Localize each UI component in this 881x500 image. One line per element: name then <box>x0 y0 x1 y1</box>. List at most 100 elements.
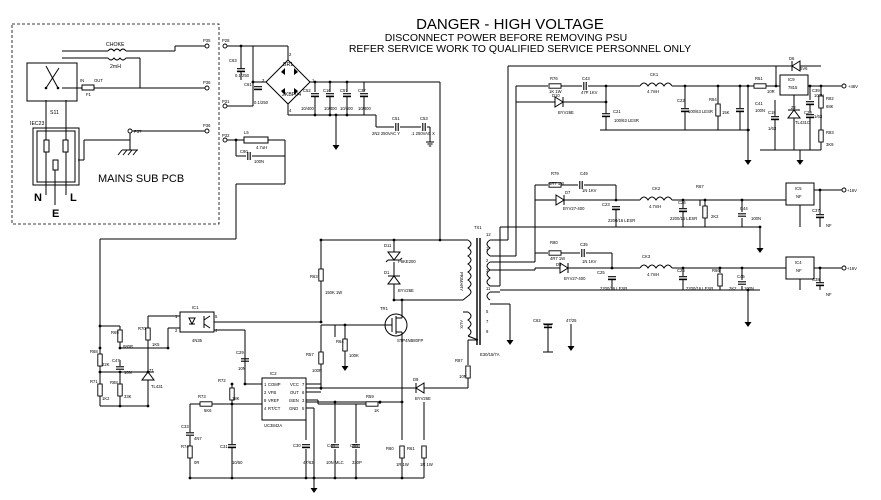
r80-value: 4R7 1W <box>550 256 565 261</box>
c37b-ref: C37 <box>812 208 820 213</box>
ic2-vcc: VCC <box>290 382 299 387</box>
ck1-ref: CK1 <box>650 72 659 77</box>
tx1-primary-winding <box>467 239 472 297</box>
tx-pin-7: 7 <box>486 319 489 324</box>
br1-value: 2KBP04 <box>282 92 301 98</box>
warning-header: DANGER - HIGH VOLTAGE DISCONNECT POWER B… <box>349 16 691 55</box>
r66-ref: R66 <box>712 268 720 273</box>
d7-ref: D7 <box>565 190 571 195</box>
pin-p36: P36 <box>203 80 211 85</box>
r69-ref: R69 <box>111 330 119 335</box>
c31-value: 10/50 <box>232 460 243 465</box>
c49-ref: C49 <box>580 171 588 176</box>
r63-ref: R63 <box>310 274 318 279</box>
ic1-pin2: 2 <box>175 328 178 333</box>
c38-value: NF <box>826 292 832 297</box>
c23-ref: C23 <box>602 202 610 207</box>
c44-ref: C44 <box>740 206 748 211</box>
d6-ref: D6 <box>789 56 795 61</box>
warning-line-2: REFER SERVICE WORK TO QUALIFIED SERVICE … <box>349 43 691 55</box>
c29-value: 10N <box>238 366 246 371</box>
c18-ref: C18 <box>768 110 776 115</box>
ic2-vref: VREF <box>268 398 280 403</box>
mains-pcb-label: MAINS SUB PCB <box>98 173 184 185</box>
ic4-ref: IC4 <box>795 260 802 265</box>
z1-value: TL431 <box>151 384 164 389</box>
ck1-value: 4.7mH <box>647 89 659 94</box>
r63-value: 150K 1W <box>325 290 342 295</box>
c24-value: 2200/16 LESR <box>670 216 697 221</box>
r67-value: 2K2 <box>711 214 719 219</box>
ic1-ref: IC1 <box>192 305 199 310</box>
ck1-inductor <box>639 82 673 87</box>
c63-ref: C63 <box>229 58 237 63</box>
d6-value: 5V6 <box>800 66 808 71</box>
c22-value: 100/63 LESR <box>688 109 713 114</box>
c29-ref: C29 <box>236 350 244 355</box>
ic1-optocoupler <box>179 311 215 333</box>
r70-ref: R70 <box>138 326 146 331</box>
ic2-pin6: 6 <box>302 390 305 395</box>
r71-ref: R71 <box>90 379 98 384</box>
fuse-ref: F1 <box>86 92 92 97</box>
r59-ref: R59 <box>366 394 374 399</box>
ic2-rtct: RT/CT <box>268 406 281 411</box>
warning-line-1: DISCONNECT POWER BEFORE REMOVING PSU <box>385 32 628 44</box>
c31-ref: C31 <box>220 444 228 449</box>
c37-ref: C37 <box>358 88 366 93</box>
r67-ref: R67 <box>696 184 704 189</box>
tx1-primary-label: PRIMARY <box>459 272 464 291</box>
transformer-tx1: TX1 PRIMARY AUX 12 1 2 3 11 5 7 9 E30/15… <box>459 65 821 357</box>
hv-rail-wires <box>99 81 463 348</box>
c41-ref: C41 <box>755 101 763 106</box>
choke-value: 2mH <box>110 64 121 70</box>
c63-value: 0.1/250 <box>235 73 250 78</box>
c58-ref: C58 <box>350 443 358 448</box>
c43-value: 47P 1KV <box>581 90 598 95</box>
junction-dots <box>98 44 823 480</box>
out-48v: +48V <box>848 84 858 89</box>
tr1-ref: TR1 <box>380 306 389 311</box>
r73-value: 5K6 <box>204 408 212 413</box>
pin-p35: P35 <box>203 38 211 43</box>
z1-ref: Z1 <box>149 368 155 373</box>
r61-value: 1R 1W <box>420 462 433 467</box>
r64-value: 100K <box>349 353 359 358</box>
br1-pin1: 1 <box>312 78 315 83</box>
c33-ref: C33 <box>181 424 189 429</box>
d8-ref: D8 <box>556 262 562 267</box>
d11-ref: D11 <box>384 243 392 248</box>
switch-ref: S11 <box>50 110 59 116</box>
tx1-core: E30/15/7A <box>480 352 500 357</box>
c44-value: 100N <box>751 216 761 221</box>
tx-pin-9: 9 <box>486 329 489 334</box>
r68-ref: R68 <box>90 349 98 354</box>
pwm-controller: IC2 UC3842A 1 2 8 4 COMP VFB VREF RT/CT … <box>90 305 366 478</box>
r83-value: 3K9 <box>826 142 834 147</box>
rail-48v: R76 1K 1W C43 47P 1KV D10 BYV26E C21 100… <box>516 56 858 165</box>
r79-ref: R79 <box>551 171 559 176</box>
ck3-value: 4.7mH <box>647 272 659 277</box>
c35-value: 1N 1KV <box>582 259 597 264</box>
pin-p28: P28 <box>222 38 230 43</box>
ic1-pin5: 5 <box>215 314 218 319</box>
c41-value: 100N <box>755 108 765 113</box>
tx1-aux-label: AUX <box>459 320 464 329</box>
pin-p37: P37 <box>134 129 142 134</box>
c37b-value: NF <box>826 223 832 228</box>
r64-ref: R64 <box>336 339 344 344</box>
c47-ref: C47 <box>112 358 120 363</box>
ic2-pin2: 2 <box>264 390 267 395</box>
live-label: L <box>70 192 77 204</box>
c30-value: 47/63 <box>303 460 314 465</box>
r87-value: 10R <box>459 374 467 379</box>
d10-value: BYV26E <box>558 110 574 115</box>
r87-ref: R87 <box>455 358 463 363</box>
mains-switch-box <box>26 62 78 102</box>
c26-ref: C26 <box>677 268 685 273</box>
r70-value: 1K5 <box>152 342 160 347</box>
tx1-ref: TX1 <box>474 225 482 230</box>
c33-value: 4N7 <box>194 436 202 441</box>
c35-ref: C35 <box>580 242 588 247</box>
